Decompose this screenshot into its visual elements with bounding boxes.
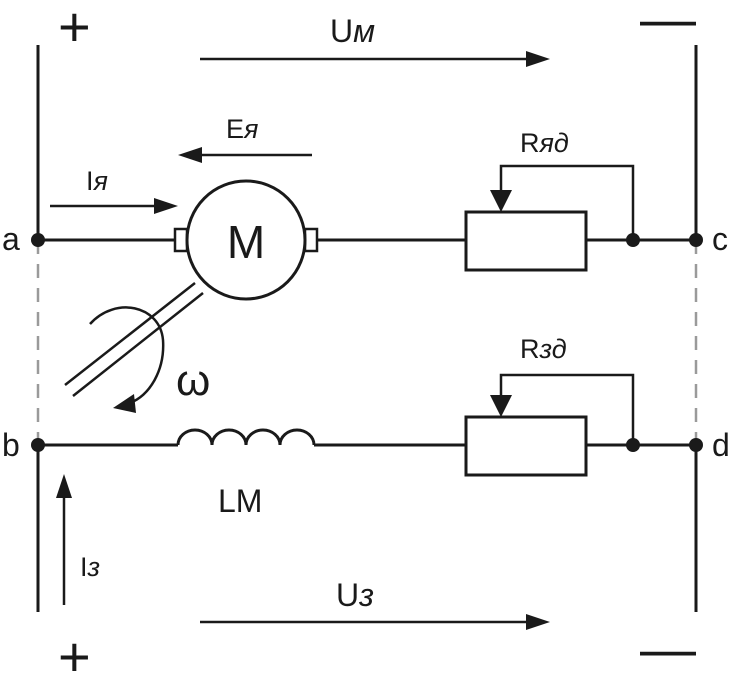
i-ya-main: I xyxy=(86,166,94,196)
motor-shaft-line-2 xyxy=(72,292,204,397)
rheostat-armature-wiper-arrowhead xyxy=(490,190,512,212)
motor-label: M xyxy=(227,216,265,268)
field-inductor-coil xyxy=(176,428,316,446)
i-z-main: I xyxy=(80,552,88,582)
terminal-c-label: c xyxy=(712,221,728,257)
i-ya-label: Iя xyxy=(86,166,108,196)
i-z-sub: з xyxy=(87,552,101,582)
r-zd-sub: зд xyxy=(539,334,567,364)
i-ya-sub: я xyxy=(93,166,108,196)
u-z-main: U xyxy=(336,577,359,613)
minus-sign-top-right: — xyxy=(640,0,696,50)
r-yad-main: R xyxy=(520,128,540,158)
node-b xyxy=(31,438,45,452)
u-m-arrowhead xyxy=(526,51,550,67)
node-armature-rheostat xyxy=(626,233,640,247)
plus-sign-bottom-left: + xyxy=(58,625,91,678)
motor-brush-right xyxy=(303,227,319,253)
rheostat-field-body xyxy=(464,415,588,477)
u-z-arrowhead xyxy=(526,614,550,630)
omega-label: ω xyxy=(176,356,210,405)
u-m-main: U xyxy=(330,13,353,49)
terminal-d-label: d xyxy=(712,427,730,463)
rheostat-armature-body xyxy=(464,210,588,272)
node-field-rheostat xyxy=(626,438,640,452)
u-m-label: Uм xyxy=(330,13,375,49)
motor-circle xyxy=(185,179,307,301)
r-yad-label: Rяд xyxy=(520,128,569,158)
terminal-a-label: a xyxy=(2,221,20,257)
plus-sign-top-left: + xyxy=(58,0,91,58)
e-ya-arrowhead xyxy=(178,147,202,163)
e-ya-main: E xyxy=(226,114,244,144)
motor-shaft-line-1 xyxy=(64,282,196,386)
i-z-label: Iз xyxy=(80,552,100,582)
r-zd-label: Rзд xyxy=(520,334,567,364)
u-m-sub: м xyxy=(353,13,375,49)
rheostat-armature-wiper xyxy=(499,164,635,240)
e-ya-sub: я xyxy=(243,114,258,144)
rotation-arc xyxy=(89,306,165,405)
u-z-sub: з xyxy=(358,577,374,613)
node-c xyxy=(689,233,703,247)
rotation-arrowhead xyxy=(113,394,136,413)
e-ya-label: Eя xyxy=(226,114,258,144)
u-z-label: Uз xyxy=(336,577,374,613)
terminal-b-label: b xyxy=(2,427,20,463)
lm-label: LM xyxy=(218,483,262,519)
node-d xyxy=(689,438,703,452)
motor-brush-left xyxy=(173,227,189,253)
i-z-arrowhead xyxy=(56,474,72,498)
r-zd-main: R xyxy=(520,334,540,364)
rheostat-field-wiper-arrowhead xyxy=(490,395,512,417)
r-yad-sub: яд xyxy=(539,128,569,158)
node-a xyxy=(31,233,45,247)
minus-sign-bottom-right: — xyxy=(640,617,696,678)
i-ya-arrowhead xyxy=(154,198,178,214)
rheostat-field-wiper xyxy=(499,373,635,445)
